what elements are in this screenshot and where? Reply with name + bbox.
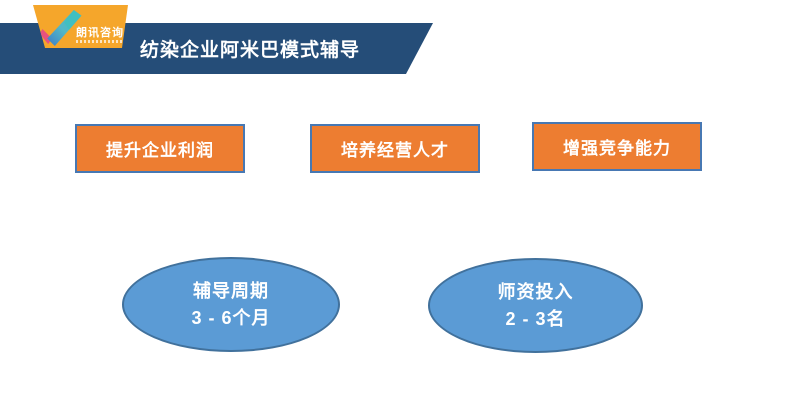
brand-checkmark-icon [39, 9, 83, 47]
logo-brand-name: 朗讯咨询 [76, 27, 124, 39]
ellipse-trainer-input-value: 2 - 3名 [505, 308, 566, 329]
benefit-box-talent: 培养经营人才 [310, 124, 480, 173]
ellipse-trainer-input-title: 师资投入 [497, 282, 574, 303]
ellipse-coaching-period-value: 3 - 6个月 [191, 307, 271, 328]
logo-tagline [76, 40, 124, 43]
benefit-box-profit: 提升企业利润 [75, 124, 245, 173]
ellipse-coaching-period: 辅导周期 3 - 6个月 [122, 257, 340, 352]
slide-title: 纺染企业阿米巴模式辅导 [139, 40, 360, 61]
benefit-box-competitiveness: 增强竞争能力 [532, 122, 702, 171]
ellipse-coaching-period-title: 辅导周期 [193, 281, 269, 302]
ellipse-trainer-input: 师资投入 2 - 3名 [428, 258, 643, 353]
company-logo: 朗讯咨询 [33, 5, 128, 48]
